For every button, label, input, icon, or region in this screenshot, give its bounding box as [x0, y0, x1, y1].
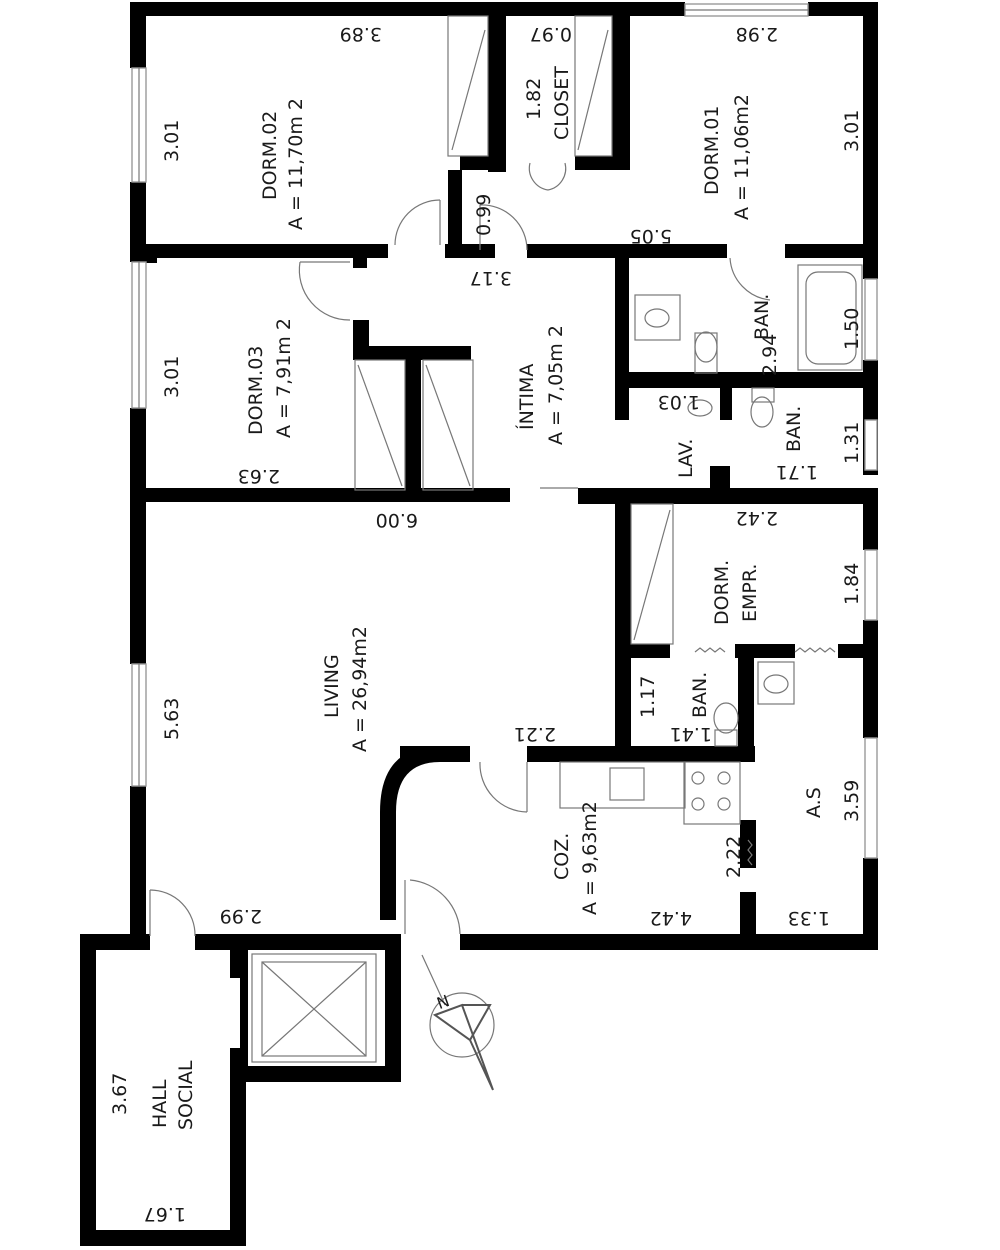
room-name-hall: HALL	[149, 1079, 171, 1128]
doors	[149, 162, 771, 937]
dim-1-31: 1.31	[841, 422, 863, 464]
room-name-as: A.S	[803, 787, 825, 818]
dim-2-63: 2.63	[238, 465, 280, 487]
dim-2-94: 2.94	[759, 334, 781, 376]
room-area-dorm02: A = 11,70m 2	[285, 98, 307, 230]
dim-6-00: 6.00	[376, 509, 418, 531]
dim-2-98: 2.98	[736, 23, 778, 45]
windows	[131, 3, 878, 859]
dim-2-21: 2.21	[514, 723, 556, 745]
dim-1-33: 1.33	[788, 907, 830, 929]
room-name-closet: CLOSET	[551, 66, 573, 140]
dim-5-05: 5.05	[630, 225, 672, 247]
room-area-intima: A = 7,05m 2	[545, 325, 567, 445]
room-name-dorm02: DORM.02	[259, 111, 281, 200]
elevator	[251, 953, 377, 1063]
dim-5-63: 5.63	[161, 698, 183, 740]
dim-3-17: 3.17	[470, 267, 512, 289]
dim-3-01-dorm03: 3.01	[161, 356, 183, 398]
room-name-lav: LAV.	[675, 439, 697, 478]
room-area-living: A = 26,94m2	[349, 626, 371, 752]
dim-1-17: 1.17	[637, 676, 659, 718]
room-name-dorm01: DORM.01	[701, 106, 723, 195]
dim-1-71: 1.71	[776, 461, 818, 483]
fixtures	[354, 15, 863, 866]
room-name-ban1: BAN.	[751, 294, 773, 340]
dim-1-50: 1.50	[841, 308, 863, 350]
dim-1-84: 1.84	[841, 563, 863, 605]
dim-1-41: 1.41	[670, 723, 712, 745]
dim-3-01-dorm02: 3.01	[161, 120, 183, 162]
room-area-dorm01: A = 11,06m2	[731, 94, 753, 220]
room-name-hall-2: SOCIAL	[175, 1060, 197, 1130]
dimension-labels: 3.89 0.97 2.98 1.82 3.01 3.01 3.01 0.99 …	[109, 23, 863, 1225]
dim-0-97: 0.97	[530, 23, 572, 45]
room-area-dorm03: A = 7,91m 2	[273, 318, 295, 438]
dim-4-42: 4.42	[650, 907, 692, 929]
dim-3-59: 3.59	[841, 780, 863, 822]
room-name-coz: COZ.	[551, 833, 573, 880]
dim-2-42: 2.42	[736, 507, 778, 529]
room-name-intima: ÍNTIMA	[515, 364, 538, 430]
room-name-dorm-empr-2: EMPR.	[739, 564, 761, 622]
dim-3-01-dorm01: 3.01	[841, 110, 863, 152]
room-area-coz: A = 9,63m2	[579, 801, 601, 915]
walls	[80, 2, 878, 1246]
room-labels: DORM.02 A = 11,70m 2 DORM.01 A = 11,06m2…	[149, 66, 825, 1130]
dim-2-99: 2.99	[220, 905, 262, 927]
dim-1-67: 1.67	[144, 1203, 186, 1225]
room-name-dorm03: DORM.03	[245, 346, 267, 435]
dim-3-89: 3.89	[340, 23, 382, 45]
room-name-ban3: BAN.	[689, 672, 711, 718]
room-name-ban2: BAN.	[783, 406, 805, 452]
north-arrow-icon: N	[421, 954, 495, 1091]
room-name-living: LIVING	[321, 654, 343, 718]
dim-1-03: 1.03	[658, 391, 700, 413]
dim-2-22: 2.22	[723, 836, 745, 878]
room-name-dorm-empr: DORM.	[711, 560, 733, 625]
dim-3-67: 3.67	[109, 1073, 131, 1115]
north-label: N	[434, 990, 452, 1012]
dim-1-82: 1.82	[523, 78, 545, 120]
dim-0-99: 0.99	[473, 194, 495, 236]
